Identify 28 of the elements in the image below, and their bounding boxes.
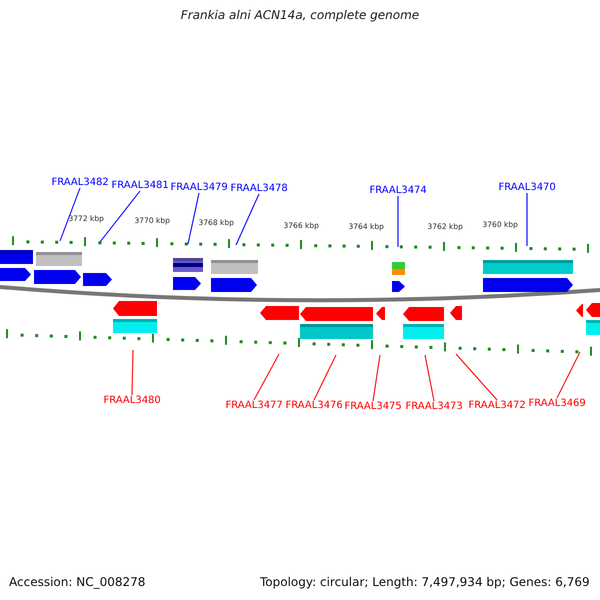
gene-label: FRAAL3481 [112, 180, 169, 191]
leader-line [188, 192, 200, 244]
leader-line [60, 188, 80, 242]
leader-line [254, 354, 280, 400]
gene-label: FRAAL3472 [468, 400, 526, 411]
diagram-title: Frankia alni ACN14a, complete genome [180, 8, 420, 22]
footer-text: Accession: NC_008278 [9, 575, 146, 589]
leader-line [314, 354, 336, 400]
gene-label: FRAAL3476 [286, 400, 343, 411]
gene-label: FRAAL3477 [226, 400, 283, 411]
leader-line [424, 354, 434, 402]
leader-line [556, 352, 580, 398]
gene-label: FRAAL3482 [52, 177, 109, 188]
leader-line [236, 194, 260, 246]
gene-label: FRAAL3479 [170, 182, 228, 193]
leader-line [100, 190, 140, 242]
gene-label: FRAAL3473 [406, 401, 463, 412]
gene-label: FRAAL3469 [528, 398, 586, 409]
gene-label: FRAAL3480 [104, 395, 161, 406]
leader-line [526, 192, 528, 246]
leader-line [132, 350, 134, 396]
leader-line [372, 354, 380, 402]
gene-label: FRAAL3474 [370, 185, 427, 196]
footer-text: Topology: circular; Length: 7,497,934 bp; Genes: 6,769 [260, 575, 590, 589]
gene-label: FRAAL3475 [344, 401, 402, 412]
gene-label: FRAAL3478 [230, 183, 288, 194]
gene-label: FRAAL3470 [498, 182, 556, 193]
leader-line [456, 354, 498, 400]
